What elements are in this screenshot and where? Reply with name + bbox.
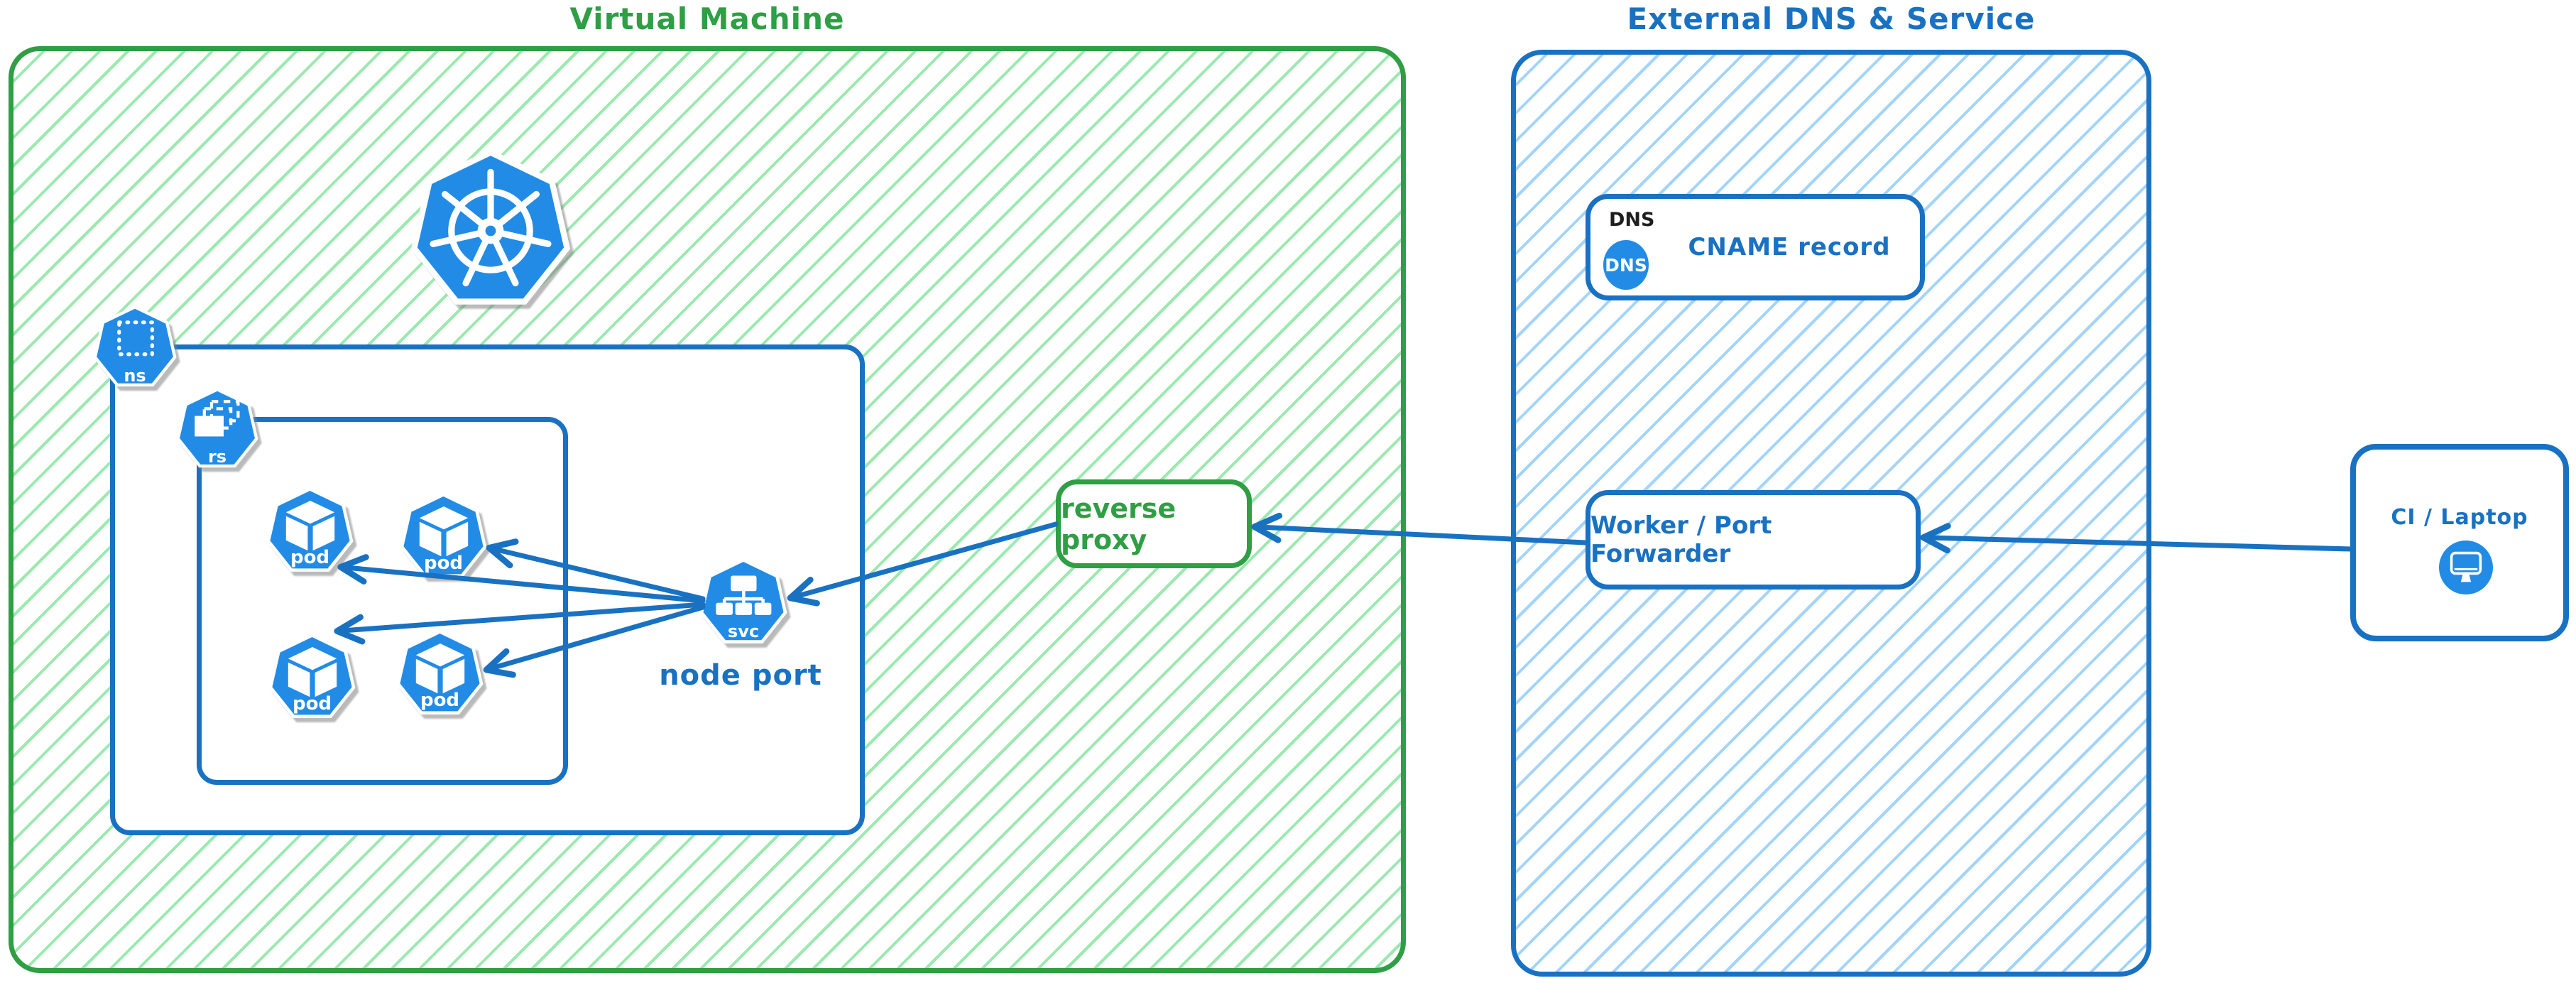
pod-1-label: pod (290, 546, 330, 568)
pod-2-icon: pod (399, 493, 488, 582)
pod-3-icon: pod (268, 634, 356, 722)
dns-tag-label: DNS (1609, 209, 1655, 231)
worker-port-forwarder-box: Worker / Port Forwarder (1586, 490, 1921, 590)
cube-icon (285, 501, 334, 551)
kubernetes-logo-icon (409, 149, 572, 313)
replicaset-icon-label: rs (207, 446, 227, 467)
namespace-icon-label: ns (124, 365, 146, 386)
reverse-proxy-box: reverse proxy (1056, 479, 1252, 568)
vm-group-title: Virtual Machine (569, 1, 845, 36)
layered-rects-icon (194, 400, 240, 437)
worker-port-forwarder-label: Worker / Port Forwarder (1590, 511, 1772, 568)
cube-icon (288, 647, 337, 697)
pod-1-icon: pod (266, 487, 354, 576)
cube-icon (415, 643, 464, 694)
monitor-icon (2450, 551, 2482, 582)
external-group-title: External DNS & Service (1627, 1, 2036, 36)
replicaset-box (197, 417, 568, 785)
dns-badge-icon: DNS (1603, 240, 1649, 290)
kubernetes-wheel-icon (430, 168, 552, 287)
dns-record-box: DNS DNS CNAME record (1586, 194, 1925, 300)
tree-icon (715, 575, 771, 615)
cube-icon (419, 506, 468, 557)
node-port-label: node port (659, 659, 822, 692)
pod-4-label: pod (420, 689, 460, 711)
ci-laptop-box: CI / Laptop (2350, 444, 2569, 641)
dotted-square-icon (116, 320, 154, 356)
pod-4-icon: pod (395, 630, 484, 719)
pod-3-label: pod (292, 693, 332, 715)
reverse-proxy-label: reverse proxy (1061, 492, 1177, 555)
service-icon: svc (699, 558, 788, 648)
service-icon-label: svc (727, 621, 760, 642)
namespace-icon: ns (92, 305, 178, 391)
monitor-badge (2439, 541, 2493, 594)
replicaset-icon: rs (175, 388, 259, 472)
ci-laptop-label: CI / Laptop (2391, 505, 2528, 530)
cname-record-label: CNAME record (1688, 233, 1891, 261)
pod-2-label: pod (423, 552, 464, 574)
